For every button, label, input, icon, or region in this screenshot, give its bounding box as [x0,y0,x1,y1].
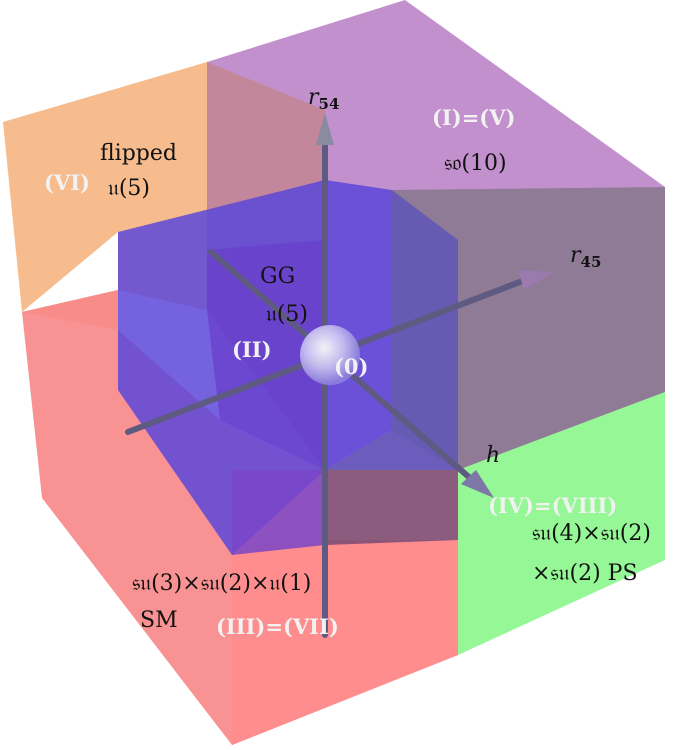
region-green [458,392,665,655]
label-region-I-V: (I)=(V) [432,105,515,130]
label-PS-line2: ×𝔰𝔲(2) PS [532,561,638,586]
label-SM-line2: SM [140,608,178,633]
center-ball [300,325,360,385]
label-region-VI: (VI) [44,170,90,195]
label-region-II: (II) [232,337,272,362]
label-region-III-VII: (III)=(VII) [216,614,339,639]
label-so10: 𝔰𝔬(10) [444,151,507,176]
axis-h-arrowhead [461,470,494,498]
axis-r45-arrowhead [518,270,554,290]
region-purple-side [392,187,665,470]
region-red-front [232,540,458,745]
axis-label-r45: r45 [570,243,601,271]
region-dark-wedge [392,187,665,470]
axis-label-h: h [486,443,500,468]
label-PS-line1: 𝔰𝔲(4)×𝔰𝔲(2) [532,521,651,546]
axis-label-r54: r54 [308,85,339,113]
region-olive-shadow [325,470,458,545]
label-u5-flipped: 𝔲(5) [108,176,150,201]
label-SM-line1: 𝔰𝔲(3)×𝔰𝔲(2)×𝔲(1) [132,571,311,596]
label-GG: GG [260,264,295,289]
label-u5-GG: 𝔲(5) [266,302,308,327]
label-flipped: flipped [100,141,177,166]
axis-r54-arrowhead [316,113,334,145]
label-region-0: (0) [334,354,368,379]
region-blue-inner-face [207,240,325,470]
label-region-IV-VIII: (IV)=(VIII) [488,493,617,518]
region-blue-right [325,190,458,470]
